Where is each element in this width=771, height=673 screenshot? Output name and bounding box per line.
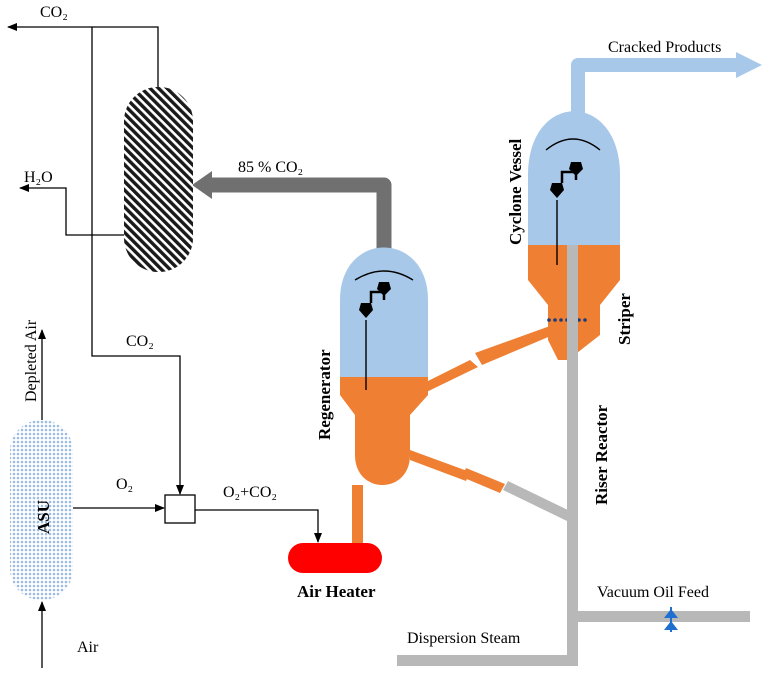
- condenser-vessel: [124, 87, 193, 272]
- flow-lines: [7, 23, 322, 668]
- regenerator-vessel: [340, 247, 428, 485]
- label-striper: Striper: [615, 293, 634, 345]
- riser-reactor-pipe: [397, 245, 750, 666]
- catalyst-standpipes: [352, 326, 553, 545]
- riser-inner: [567, 245, 578, 360]
- label-co2-mid: CO₂: [126, 333, 154, 350]
- label-riser-reactor: Riser Reactor: [592, 404, 611, 505]
- air-heater: [288, 543, 382, 573]
- valve-icon: [664, 607, 678, 632]
- label-o2-co2: O₂+CO₂: [223, 484, 277, 501]
- label-cracked-products: Cracked Products: [608, 39, 721, 56]
- label-dispersion-steam: Dispersion Steam: [407, 630, 521, 647]
- asu-unit: [10, 420, 73, 600]
- label-air-heater: Air Heater: [297, 582, 376, 601]
- cracked-products-pipe: [571, 52, 762, 130]
- label-air: Air: [77, 639, 99, 656]
- label-vacuum-oil-feed: Vacuum Oil Feed: [597, 584, 709, 601]
- label-asu: ASU: [34, 500, 53, 534]
- label-o2: O₂: [116, 476, 133, 493]
- label-85-co2: 85 % CO₂: [238, 159, 303, 176]
- label-co2-top: CO₂: [40, 4, 68, 21]
- flue-gas-pipe: [192, 171, 392, 250]
- label-depleted-air: Depleted Air: [23, 319, 40, 402]
- label-h2o: H₂O: [24, 169, 53, 186]
- label-cyclone-vessel: Cyclone Vessel: [506, 138, 525, 245]
- mixer-box: [164, 494, 196, 524]
- label-regenerator: Regenerator: [315, 349, 334, 440]
